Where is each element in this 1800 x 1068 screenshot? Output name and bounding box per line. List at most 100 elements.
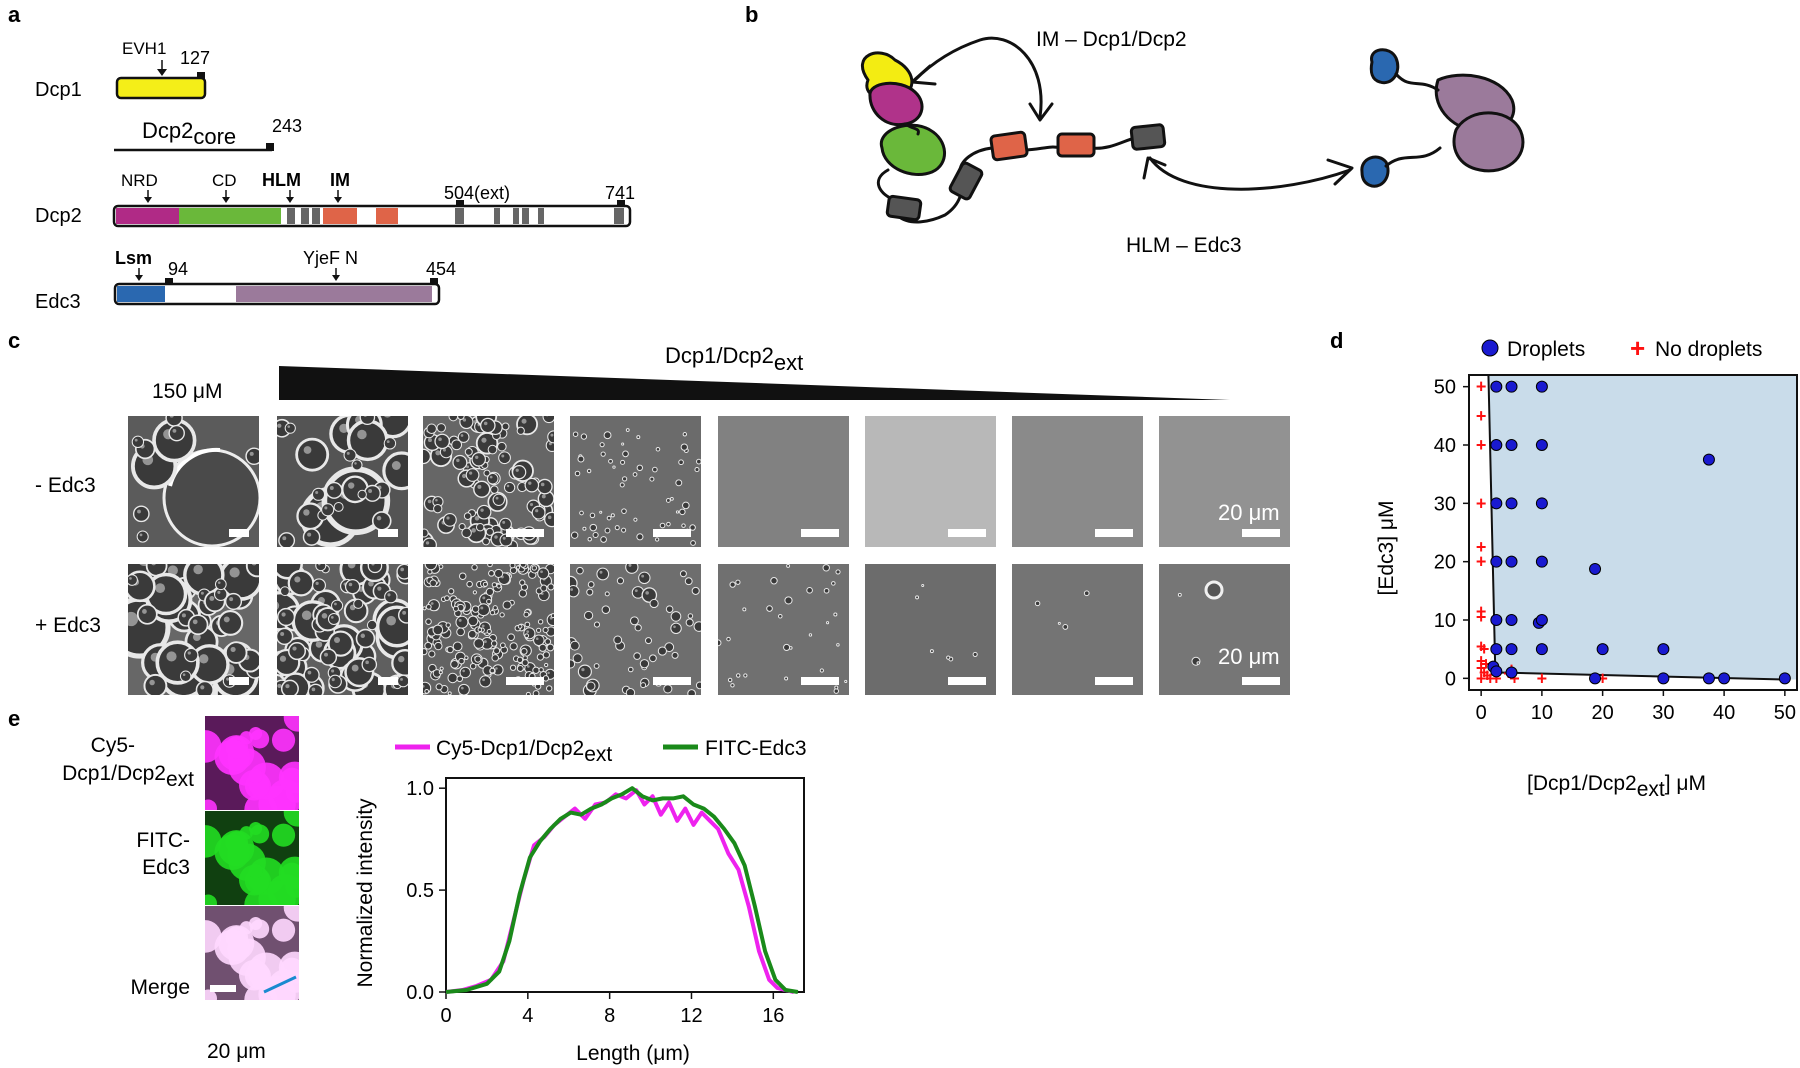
micrograph-grid <box>128 416 1290 695</box>
e-xtick-label: 4 <box>522 1005 533 1027</box>
panel-label-c: c <box>8 328 20 353</box>
no-droplet-marker: + <box>1476 658 1487 678</box>
no-droplet-marker: + <box>1476 537 1487 557</box>
d-ytick-label: 0 <box>1445 668 1456 690</box>
d-xtick-label: 40 <box>1713 702 1735 724</box>
im-arrowhead-1 <box>910 64 937 86</box>
dcp2-arrows <box>144 190 342 203</box>
hlm-box-3 <box>1129 123 1167 151</box>
no-droplet-marker: + <box>1597 668 1608 688</box>
micrograph-tile <box>570 416 701 547</box>
droplet-marker <box>1505 497 1518 510</box>
d-ytick-label: 10 <box>1434 610 1456 632</box>
panel-label-d: d <box>1330 328 1343 353</box>
droplet-marker <box>1535 614 1548 626</box>
e-xtick-label: 12 <box>680 1005 702 1027</box>
droplet-marker <box>1535 555 1548 568</box>
no-droplet-marker: + <box>1479 639 1490 659</box>
hlm-box-1 <box>885 194 923 222</box>
edc3-linkers <box>1384 72 1442 168</box>
droplet-marker <box>1505 614 1518 626</box>
e-xlabel: Length (μm) <box>576 1042 690 1065</box>
lsm-end-tick <box>165 278 173 285</box>
hlm-label: HLM <box>262 170 301 190</box>
fitc-label-2: Edc3 <box>142 856 190 879</box>
edc3-lsm-blob-bottom <box>1360 155 1390 188</box>
legend-droplets-marker <box>1481 339 1499 357</box>
droplet-marker <box>1490 439 1503 451</box>
no-droplet-marker: + <box>1491 668 1502 688</box>
hlm1 <box>287 208 295 224</box>
lsm-end-label: 94 <box>168 259 188 279</box>
e-legend-cy5-label: Cy5-Dcp1/Dcp2ext <box>436 737 612 766</box>
micrograph-tile <box>423 564 554 695</box>
micrograph-tile <box>277 416 408 547</box>
merge-label: Merge <box>130 976 190 999</box>
edc3-lsm-blob-top <box>1369 48 1400 85</box>
dcp2-end-label: 741 <box>605 183 635 203</box>
d-ytick-label: 20 <box>1434 552 1456 574</box>
im-box-2 <box>1056 132 1096 158</box>
no-droplet-marker: + <box>1537 668 1548 688</box>
no-droplet-marker: + <box>1476 636 1487 656</box>
d-xtick-label: 10 <box>1531 702 1553 724</box>
no-droplet-marker: + <box>1476 493 1487 513</box>
lsm-domain <box>117 286 165 302</box>
d-xlabel: [Dcp1/Dcp2ext] μM <box>1527 772 1706 801</box>
droplet-marker <box>1702 672 1715 685</box>
e-scale-bar <box>210 985 236 992</box>
scale-label-row2: 20 μm <box>1218 644 1280 669</box>
dcp1-end-tick <box>197 72 205 79</box>
droplet-marker <box>1596 643 1609 656</box>
scale-bar <box>1095 677 1133 685</box>
edc3-yjef-blob-2 <box>1452 111 1525 173</box>
dcp2core-end-label: 243 <box>272 116 302 136</box>
d-xtick-label: 50 <box>1774 702 1796 724</box>
droplet-marker <box>1535 380 1548 393</box>
micrograph-tile <box>718 416 849 547</box>
droplet-marker <box>1505 666 1518 679</box>
micrograph-tile <box>1159 416 1290 547</box>
legend-droplets-label: Droplets <box>1507 338 1585 361</box>
droplet-marker <box>1490 643 1503 656</box>
e-ytick-label: 0.0 <box>406 982 434 1004</box>
im-arrowhead-2 <box>1028 102 1054 122</box>
im2-domain <box>376 208 398 224</box>
yjef-domain <box>236 286 432 302</box>
d-ytick-label: 50 <box>1434 377 1456 399</box>
edc3-end-label: 454 <box>426 259 456 279</box>
im-arrow <box>913 36 1043 119</box>
micrograph-tile <box>718 564 849 695</box>
cy5-label-2: Dcp1/Dcp2ext <box>62 762 194 791</box>
e-xtick-label: 0 <box>440 1005 451 1027</box>
dcp1-end-label: 127 <box>180 48 210 68</box>
hlm9 <box>614 208 624 224</box>
panel-label-b: b <box>745 2 758 27</box>
hlm-arrow <box>1148 156 1352 191</box>
hlm3 <box>312 208 320 224</box>
dcp1-bar <box>115 76 207 100</box>
droplet-marker <box>1490 497 1503 510</box>
micrograph-tile <box>128 564 259 695</box>
e-xtick-label: 8 <box>604 1005 615 1027</box>
droplet-marker <box>1490 614 1503 626</box>
fitc-label-1: FITC- <box>136 829 190 852</box>
im-box-1 <box>989 130 1029 162</box>
micrograph-tile <box>277 564 408 695</box>
droplet-marker <box>1589 672 1602 685</box>
im-label: IM <box>330 170 350 190</box>
scale-bar <box>506 529 544 537</box>
droplet-marker <box>1505 555 1518 568</box>
merge-image <box>205 906 299 1000</box>
micrograph-tile <box>570 564 701 695</box>
panel-label-e: e <box>8 706 20 731</box>
scale-bar <box>1095 529 1133 537</box>
scale-bar <box>229 677 249 685</box>
scale-bar <box>653 529 691 537</box>
line-profile-path <box>263 975 297 994</box>
droplet-marker <box>1589 562 1602 575</box>
panel-d: Droplets + No droplets [Edc3] μM [Dcp1/D… <box>1375 333 1798 801</box>
evh1-arrowhead <box>157 69 167 76</box>
scale-bar <box>378 677 398 685</box>
cy5-label-1: Cy5- <box>91 734 135 757</box>
